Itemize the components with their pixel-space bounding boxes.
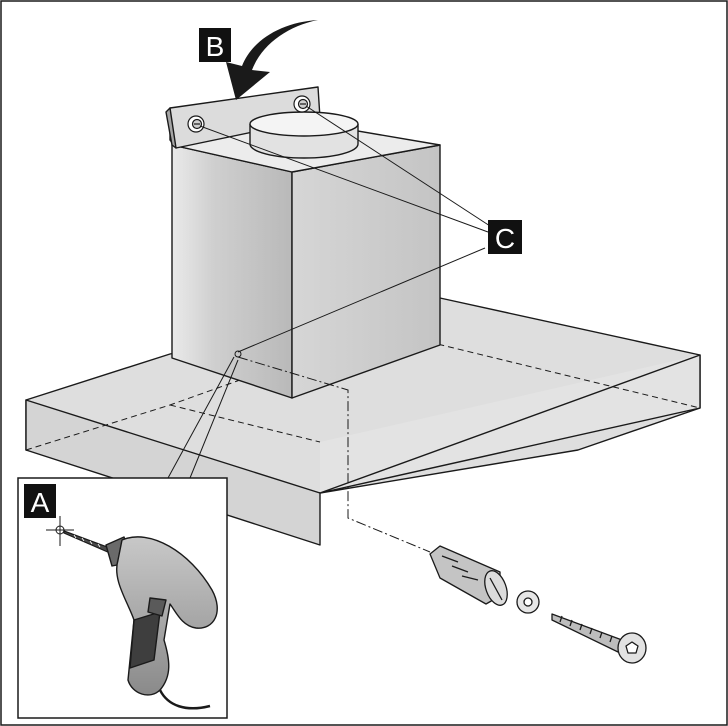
arrow-icon xyxy=(226,20,318,100)
leader-c-right xyxy=(305,105,491,227)
label-c-text: C xyxy=(495,223,515,254)
crosshair-icon xyxy=(46,516,74,546)
hidden-edge-mid xyxy=(169,404,321,443)
duct-collar xyxy=(249,111,359,159)
bracket-screw-right xyxy=(293,95,311,113)
wall-plug-icon xyxy=(429,545,508,606)
label-a-text: A xyxy=(31,487,50,518)
label-a: A xyxy=(24,484,56,518)
hood-canopy xyxy=(25,297,701,546)
bracket-lip xyxy=(165,107,177,149)
bracket-screw-left xyxy=(187,115,205,133)
drill-cord xyxy=(158,689,211,710)
zoom-callout xyxy=(167,356,239,479)
label-b-text: B xyxy=(206,31,225,62)
label-b: B xyxy=(199,28,231,62)
leader-c-drill xyxy=(237,247,486,353)
leader-c-left xyxy=(199,125,489,233)
mounting-bracket xyxy=(165,86,321,149)
canopy-front xyxy=(25,399,321,546)
drill-icon xyxy=(105,536,218,710)
drill-grip xyxy=(129,611,161,669)
dash-dot-centerline xyxy=(237,356,431,553)
label-c: C xyxy=(488,220,522,254)
washer-icon xyxy=(516,590,540,614)
chimney xyxy=(171,121,441,399)
collar-rim xyxy=(249,111,359,137)
leader-lines xyxy=(199,105,491,353)
canopy-right-edge xyxy=(319,354,701,494)
screw-icon xyxy=(551,613,647,664)
drill-trigger xyxy=(147,597,167,617)
